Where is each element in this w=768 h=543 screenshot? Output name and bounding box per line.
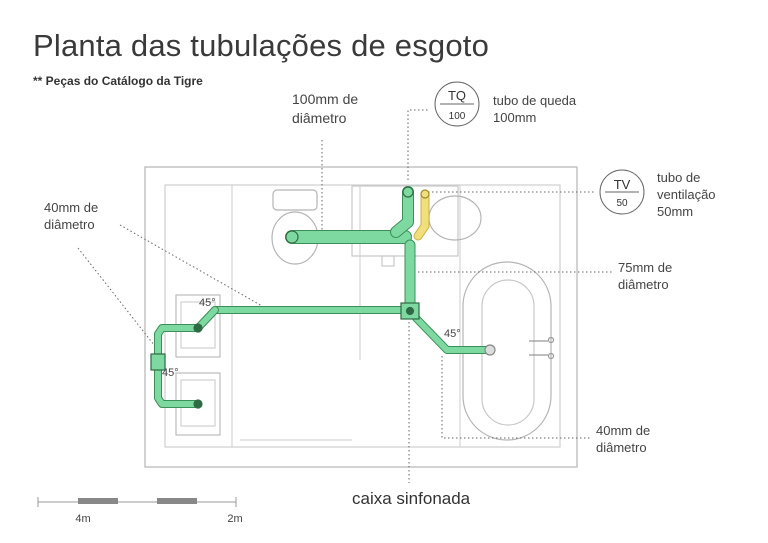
page-title: Planta das tubulações de esgoto [33,28,490,63]
scale-label-right: 2m [227,513,242,525]
label-tubo-queda: tubo de queda 100mm [493,93,577,125]
tq-badge [434,81,480,127]
label-pipe-100: 100mm de diâmetro [292,91,359,126]
label-pipe-75: 75mm de diâmetro [618,260,673,292]
label-caixa-sifonada: caixa sinfonada [352,489,471,508]
tv-badge [599,169,645,215]
pipes [154,186,494,408]
tv-code: TV [614,177,631,192]
tq-value: 100 [449,111,466,122]
tq-code: TQ [448,88,466,103]
floor-plan [144,166,578,468]
tv-value: 50 [616,198,628,209]
toilet-outlet [285,230,299,244]
scale-bar [37,497,237,507]
washbasin [428,195,482,241]
fittings [150,186,496,409]
subtitle-note: ** Peças do Catálogo da Tigre [33,74,203,88]
toilet-tank [272,189,318,211]
outer-wall [144,166,578,468]
scale-label-left: 4m [75,513,90,525]
angle-label-1: 45° [199,297,216,309]
vent-pipe [413,189,430,241]
label-pipe-40-right: 40mm de diâmetro [596,423,651,455]
angle-label-2: 45° [162,367,179,379]
angle-label-3: 45° [444,328,461,340]
inner-wall [164,184,561,448]
leader-lines [77,109,612,483]
label-tubo-ventilacao: tubo de ventilação 50mm [657,170,716,219]
label-pipe-40-left: 40mm de diâmetro [44,200,99,232]
